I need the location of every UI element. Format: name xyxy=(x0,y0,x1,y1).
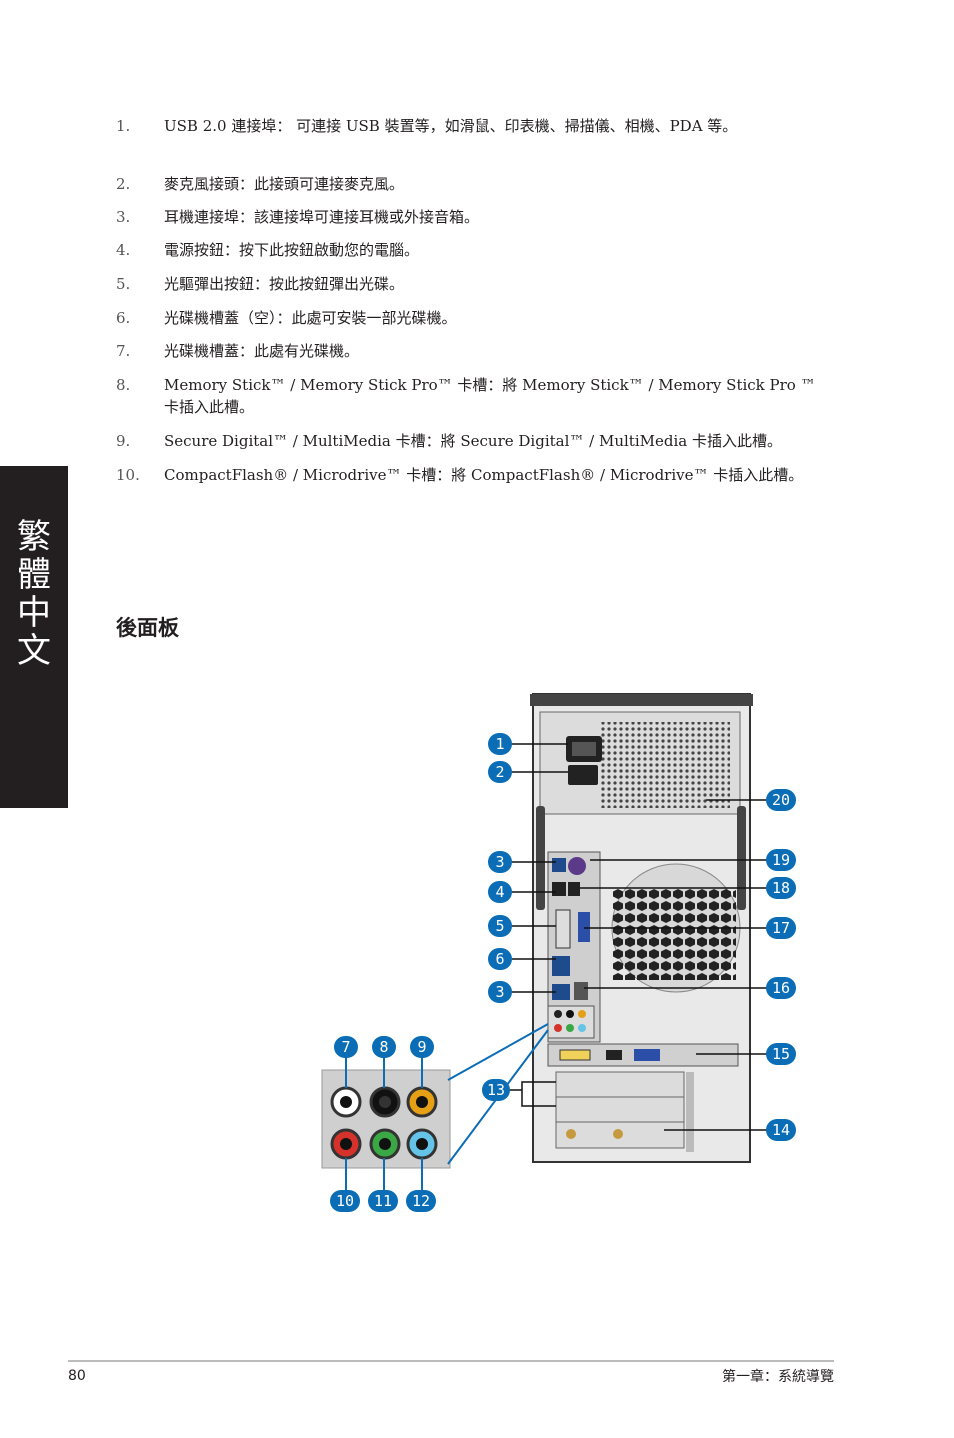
callout-badge xyxy=(330,1190,360,1212)
language-char: 文 xyxy=(17,631,51,671)
callout-number: 20 xyxy=(772,791,790,809)
footer-divider xyxy=(68,1360,834,1362)
item-number: 10. xyxy=(116,466,140,484)
callout-number: 16 xyxy=(772,979,790,997)
callout-number: 4 xyxy=(495,883,504,901)
item-number: 2. xyxy=(116,175,131,193)
item-text: USB 2.0 連接埠： 可連接 USB 裝置等，如滑鼠、印表機、掃描儀、相機、… xyxy=(164,117,738,135)
chapter-title: 第一章：系統導覽 xyxy=(722,1369,834,1385)
psu-vent-grille xyxy=(600,722,730,808)
language-char: 體 xyxy=(17,555,51,595)
callout-badge xyxy=(766,789,796,811)
item-text: 耳機連接埠：該連接埠可連接耳機或外接音箱。 xyxy=(164,208,480,226)
callout-badge xyxy=(488,851,512,873)
callout-number: 6 xyxy=(495,950,504,968)
callout-badge xyxy=(488,915,512,937)
callout-number: 3 xyxy=(495,853,504,871)
item-number: 1. xyxy=(116,117,131,135)
callout-badge xyxy=(488,881,512,903)
callout-number: 1 xyxy=(495,735,504,753)
language-tab-label: 繁 體 中 文 xyxy=(0,518,68,670)
callout-badge xyxy=(334,1036,358,1058)
item-number: 6. xyxy=(116,309,131,327)
callout-number: 13 xyxy=(487,1081,505,1099)
callout-number: 5 xyxy=(495,917,504,935)
callout-number: 8 xyxy=(379,1038,388,1056)
callout-badge xyxy=(372,1036,396,1058)
expansion-slot-cover xyxy=(555,1096,685,1124)
callout-number: 11 xyxy=(374,1192,392,1210)
callout-number: 10 xyxy=(336,1192,354,1210)
callout-badge xyxy=(410,1036,434,1058)
usb3-port xyxy=(552,956,570,976)
language-tab: 繁 體 中 文 xyxy=(0,466,68,808)
language-char: 繁 xyxy=(17,517,51,557)
language-char: 中 xyxy=(17,593,51,633)
callout-badge xyxy=(406,1190,436,1212)
audio-port-closeup xyxy=(321,1023,549,1169)
callout-badge xyxy=(368,1190,398,1212)
left-callout-lines xyxy=(510,743,568,1107)
lan-port xyxy=(574,982,588,1000)
expansion-slot-cover xyxy=(555,1071,685,1099)
callout-number: 14 xyxy=(772,1121,790,1139)
dvi-port xyxy=(555,909,571,949)
callout-number: 12 xyxy=(412,1192,430,1210)
item-text: 電源按鈕：按下此按鈕啟動您的電腦。 xyxy=(164,241,420,259)
callout-number: 19 xyxy=(772,851,790,869)
page-number: 80 xyxy=(68,1368,86,1384)
item-text: Memory Stick™ / Memory Stick Pro™ 卡槽：將 M… xyxy=(164,376,816,416)
callout-badge xyxy=(766,977,796,999)
callout-badge xyxy=(488,948,512,970)
callout-number: 3 xyxy=(495,983,504,1001)
callout-badge xyxy=(482,1079,510,1101)
item-number: 3. xyxy=(116,208,131,226)
callout-number: 7 xyxy=(341,1038,350,1056)
vga-port xyxy=(578,912,590,942)
callout-number: 9 xyxy=(417,1038,426,1056)
callout-badge xyxy=(766,849,796,871)
item-text: 光碟機槽蓋：此處有光碟機。 xyxy=(164,342,360,360)
callout-badge xyxy=(488,981,512,1003)
usb-port xyxy=(552,858,566,872)
item-number: 4. xyxy=(116,241,131,259)
callout-number: 18 xyxy=(772,879,790,897)
callout-badge xyxy=(766,1119,796,1141)
callout-badge xyxy=(766,1043,796,1065)
usb-port xyxy=(552,984,570,1000)
optical-spdif-port xyxy=(568,882,580,896)
callout-badges: 1 2 3 4 5 6 3 13 7 8 9 10 11 12 20 xyxy=(330,733,796,1212)
power-switch xyxy=(568,765,598,785)
item-text: 光驅彈出按鈕：按此按鈕彈出光碟。 xyxy=(164,275,405,293)
usb-port xyxy=(552,882,566,896)
ps2-port xyxy=(568,857,586,875)
callout-badge xyxy=(766,917,796,939)
item-number: 7. xyxy=(116,342,131,360)
callout-number: 15 xyxy=(772,1045,790,1063)
right-callout-lines xyxy=(580,799,770,1131)
item-number: 5. xyxy=(116,275,131,293)
callout-badge xyxy=(488,733,512,755)
fan-grille xyxy=(612,888,736,980)
callout-badge xyxy=(766,877,796,899)
item-number: 8. xyxy=(116,376,131,394)
item-number: 9. xyxy=(116,432,131,450)
callout-badge xyxy=(488,761,512,783)
section-heading: 後面板 xyxy=(116,616,179,640)
item-text: Secure Digital™ / MultiMedia 卡槽：將 Secure… xyxy=(164,432,782,450)
callout-number: 2 xyxy=(495,763,504,781)
callout-number: 17 xyxy=(772,919,790,937)
item-text: CompactFlash® / Microdrive™ 卡槽：將 Compact… xyxy=(164,466,804,484)
item-text: 麥克風接頭：此接頭可連接麥克風。 xyxy=(164,175,405,193)
item-text: 光碟機槽蓋（空）：此處可安裝一部光碟機。 xyxy=(164,309,457,327)
